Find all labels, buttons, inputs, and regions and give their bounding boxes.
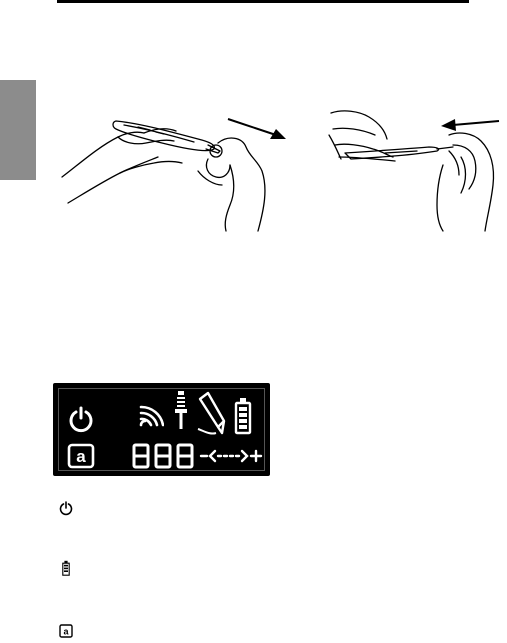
chapter-side-tab: [0, 80, 36, 180]
svg-text:a: a: [63, 627, 69, 637]
top-rule: [57, 0, 469, 3]
power-icon: [68, 405, 94, 433]
legend-battery-icon: [59, 560, 73, 576]
svg-text:a: a: [76, 447, 86, 466]
legend-power-icon: [59, 500, 73, 516]
pen-removal-illustration: [58, 105, 298, 233]
lcd-panel: a 888 -<---->+: [53, 383, 270, 476]
segment-digits-display: [131, 443, 197, 469]
pen-insertion-illustration: [325, 105, 505, 233]
scale-indicator: [199, 447, 263, 465]
legend-auto-mode-icon: a: [59, 623, 73, 639]
pen-icon: [196, 391, 228, 435]
usb-plug-icon: [174, 391, 188, 431]
battery-icon: [233, 397, 253, 435]
auto-mode-icon: a: [67, 443, 95, 469]
wireless-signal-icon: [138, 405, 164, 429]
